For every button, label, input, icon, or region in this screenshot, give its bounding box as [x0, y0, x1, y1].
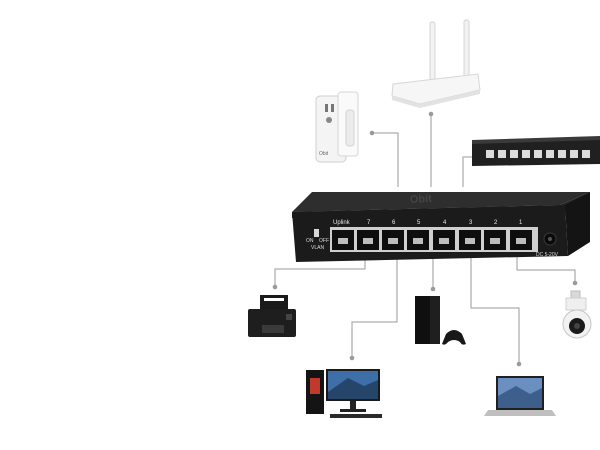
switch-brand-logo: Obit	[410, 193, 433, 206]
uplink-label: Uplink	[333, 220, 351, 226]
line-printer	[274, 252, 366, 287]
dot-router	[428, 111, 434, 117]
main-switch: Obit Uplink 7 6 5 4 3 2 1	[292, 192, 590, 262]
toggle-on-label: ON	[306, 238, 314, 244]
game-console-icon	[415, 296, 466, 345]
port-label-2: 2	[494, 220, 498, 226]
line-camera	[516, 257, 576, 283]
security-camera-icon	[562, 290, 592, 339]
toggle-off-label: OFF	[319, 238, 329, 244]
port-label-6: 6	[392, 220, 396, 226]
line-laptop	[470, 257, 520, 364]
vlan-toggle	[314, 229, 319, 237]
port-label-4: 4	[443, 220, 447, 226]
port-label-7: 7	[367, 220, 371, 226]
power-label: DC 5-20V	[536, 252, 559, 258]
wifi-extender-icon: Obit	[315, 91, 359, 163]
dot-console	[430, 286, 436, 292]
laptop-icon	[484, 376, 556, 416]
port-label-5: 5	[417, 220, 421, 226]
dot-camera	[572, 280, 578, 286]
dot-laptop	[516, 361, 522, 367]
line-desktop	[351, 257, 398, 358]
port-label-1: 1	[519, 220, 523, 226]
extender-logo: Obit	[319, 151, 329, 157]
port-label-3: 3	[469, 220, 473, 226]
dot-printer	[272, 284, 278, 290]
connector-lines	[274, 114, 576, 364]
desktop-pc-icon	[306, 369, 382, 418]
toggle-mode-label: VLAN	[311, 245, 324, 251]
second-switch-ports	[486, 150, 590, 158]
line-extender	[372, 132, 399, 187]
dot-extender	[369, 130, 375, 136]
network-switch-icon	[472, 136, 600, 166]
line-second-switch	[462, 156, 475, 187]
wifi-router-icon	[391, 19, 481, 108]
port-contacts	[338, 238, 526, 244]
dot-desktop	[349, 355, 355, 361]
printer-icon	[248, 295, 296, 337]
